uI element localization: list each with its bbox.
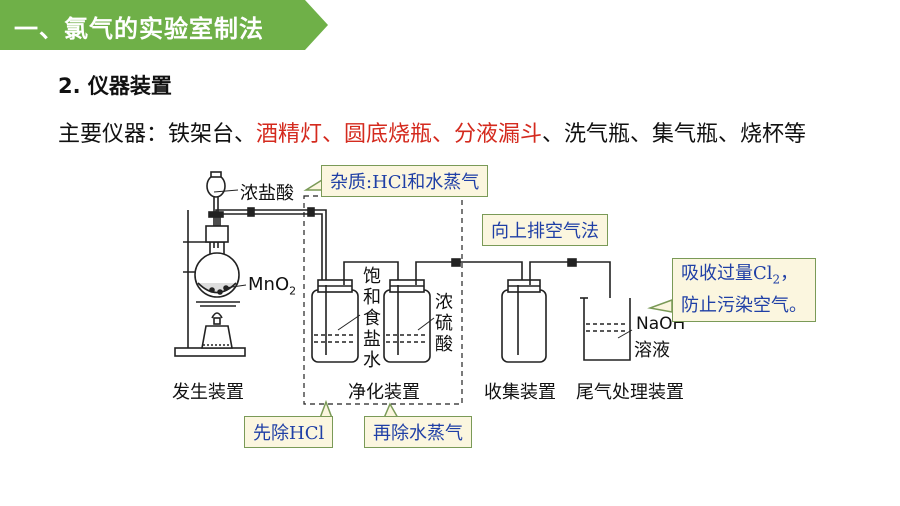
wash-bottle-h2so4 bbox=[383, 258, 523, 363]
label-mno2: MnO2 bbox=[248, 274, 297, 298]
caption-generator: 发生装置 bbox=[172, 382, 244, 403]
purification-boundary bbox=[303, 195, 463, 405]
instrument-list: 主要仪器：铁架台、酒精灯、圆底烧瓶、分液漏斗、洗气瓶、集气瓶、烧杯等 bbox=[58, 116, 806, 148]
separatory-funnel bbox=[206, 171, 226, 248]
label-conc-h2so4: 浓硫酸 bbox=[435, 292, 453, 355]
banner-shape bbox=[0, 0, 328, 50]
collection-bottle bbox=[501, 258, 611, 363]
label-conc-hcl: 浓盐酸 bbox=[240, 183, 294, 204]
instrument-label: 主要仪器： bbox=[58, 122, 169, 147]
naoh-beaker bbox=[580, 297, 631, 361]
label-nacl-saturated: 饱和食盐水 bbox=[363, 266, 381, 371]
label-solution: 溶液 bbox=[634, 340, 670, 361]
instrument-highlight: 酒精灯、圆底烧瓶、分液漏斗 bbox=[256, 122, 543, 147]
callout-remove-hcl: 先除HCl bbox=[244, 416, 334, 448]
delivery-tube-1 bbox=[215, 209, 327, 285]
section-title: 2. 仪器装置 bbox=[58, 74, 172, 98]
header-banner: 一、氯气的实验室制法 bbox=[0, 0, 330, 50]
alcohol-lamp bbox=[196, 301, 240, 349]
callout-remove-water: 再除水蒸气 bbox=[364, 416, 472, 448]
callout-upward-air: 向上排空气法 bbox=[482, 214, 608, 246]
callout-impurity: 杂质:HCl和水蒸气 bbox=[321, 165, 489, 197]
instrument-plain-1: 铁架台、 bbox=[168, 122, 257, 147]
caption-tail-gas: 尾气处理装置 bbox=[576, 382, 684, 403]
instrument-plain-2: 、洗气瓶、集气瓶、烧杯等 bbox=[542, 122, 807, 147]
caption-collection: 收集装置 bbox=[484, 382, 556, 403]
round-bottom-flask bbox=[194, 225, 240, 298]
wash-bottle-nacl bbox=[311, 261, 399, 363]
page-title: 一、氯气的实验室制法 bbox=[14, 15, 264, 43]
caption-purification: 净化装置 bbox=[348, 382, 420, 403]
callout-absorb-excess: 吸收过量Cl2， 防止污染空气。 bbox=[672, 258, 816, 322]
